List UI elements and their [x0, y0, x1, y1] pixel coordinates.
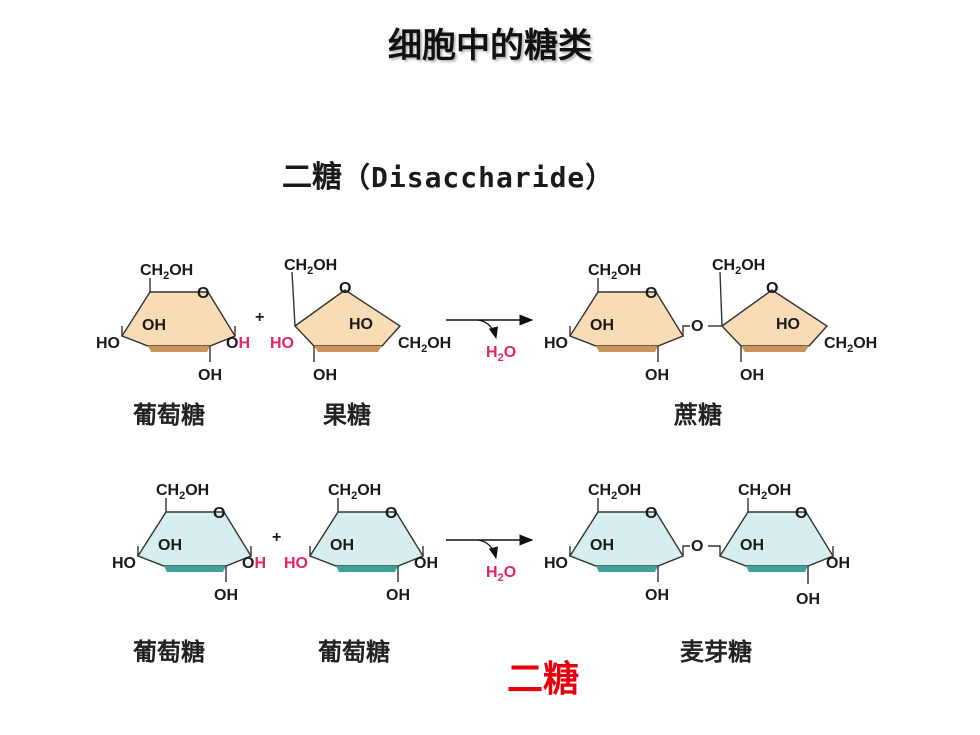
glucose-molecule-a: CH2OH O OH HO OH OH — [112, 482, 266, 604]
svg-text:HO: HO — [284, 555, 308, 572]
svg-text:OH: OH — [740, 367, 764, 384]
svg-text:CH2OH: CH2OH — [140, 262, 193, 282]
svg-text:OH: OH — [142, 317, 166, 334]
svg-text:CH2OH: CH2OH — [824, 335, 877, 355]
svg-text:OH: OH — [313, 367, 337, 384]
svg-text:O: O — [691, 318, 703, 335]
svg-text:OH: OH — [740, 537, 764, 554]
svg-text:+: + — [272, 529, 281, 546]
page-title: 细胞中的糖类 — [388, 26, 592, 66]
svg-text:O: O — [339, 280, 351, 297]
svg-text:CH2OH: CH2OH — [398, 335, 451, 355]
svg-text:OH: OH — [796, 591, 820, 608]
svg-text:OH: OH — [645, 367, 669, 384]
svg-text:OH: OH — [414, 555, 438, 572]
glucose-molecule: CH2OH O OH HO OH OH — [96, 262, 250, 384]
product-name: 蔗糖 — [674, 401, 722, 429]
svg-text:CH2OH: CH2OH — [328, 482, 381, 502]
svg-text:HO: HO — [544, 555, 568, 572]
svg-text:HO: HO — [776, 316, 800, 333]
reactant-1-name: 葡萄糖 — [133, 638, 205, 666]
reaction-arrow: H2O — [446, 534, 534, 584]
svg-text:O: O — [691, 538, 703, 555]
section-heading-cn: 二糖 — [282, 160, 342, 195]
svg-text:O: O — [766, 280, 778, 297]
product-name: 麦芽糖 — [680, 638, 752, 666]
svg-text:CH2OH: CH2OH — [588, 482, 641, 502]
svg-text:OH: OH — [226, 335, 250, 352]
svg-text:HO: HO — [544, 335, 568, 352]
svg-text:HO: HO — [96, 335, 120, 352]
svg-text:HO: HO — [112, 555, 136, 572]
fructose-molecule: CH2OH O HO HO CH2OH OH — [270, 257, 451, 384]
reactant-2-name: 葡萄糖 — [318, 638, 390, 666]
svg-text:HO: HO — [349, 316, 373, 333]
svg-text:O: O — [645, 285, 657, 302]
reaction-2: CH2OH O OH HO OH OH + CH2OH O OH HO OH O… — [112, 482, 850, 608]
svg-text:H2O: H2O — [486, 344, 516, 364]
svg-text:HO: HO — [270, 335, 294, 352]
svg-text:CH2OH: CH2OH — [588, 262, 641, 282]
svg-text:O: O — [213, 505, 225, 522]
svg-text:OH: OH — [242, 555, 266, 572]
maltose-molecule: CH2OH O OH HO OH O CH2OH O OH OH OH — [544, 482, 850, 608]
reactant-2-name: 果糖 — [323, 401, 371, 429]
svg-text:O: O — [795, 505, 807, 522]
svg-text:CH2OH: CH2OH — [284, 257, 337, 277]
svg-text:OH: OH — [826, 555, 850, 572]
svg-text:OH: OH — [645, 587, 669, 604]
reaction-arrow: H2O — [446, 314, 534, 364]
svg-text:OH: OH — [330, 537, 354, 554]
svg-text:O: O — [197, 285, 209, 302]
sucrose-molecule: CH2OH O OH HO OH O CH2OH O HO CH2OH OH — [544, 257, 877, 384]
reaction-1: CH2OH O OH HO OH OH + CH2OH O HO HO CH2O… — [96, 257, 877, 384]
svg-text:OH: OH — [590, 317, 614, 334]
svg-text:O: O — [645, 505, 657, 522]
svg-text:+: + — [255, 309, 264, 326]
bottom-label: 二糖 — [507, 659, 580, 700]
svg-text:OH: OH — [198, 367, 222, 384]
svg-text:OH: OH — [386, 587, 410, 604]
svg-text:OH: OH — [590, 537, 614, 554]
svg-text:O: O — [385, 505, 397, 522]
svg-text:OH: OH — [158, 537, 182, 554]
glucose-molecule-b: CH2OH O OH HO OH OH — [284, 482, 438, 604]
section-heading-en: （Disaccharide） — [342, 161, 615, 194]
svg-text:CH2OH: CH2OH — [156, 482, 209, 502]
svg-text:OH: OH — [214, 587, 238, 604]
section-heading: 二糖（Disaccharide） — [282, 152, 614, 196]
svg-text:H2O: H2O — [486, 564, 516, 584]
svg-text:CH2OH: CH2OH — [712, 257, 765, 277]
reactant-1-name: 葡萄糖 — [133, 401, 205, 429]
svg-text:CH2OH: CH2OH — [738, 482, 791, 502]
